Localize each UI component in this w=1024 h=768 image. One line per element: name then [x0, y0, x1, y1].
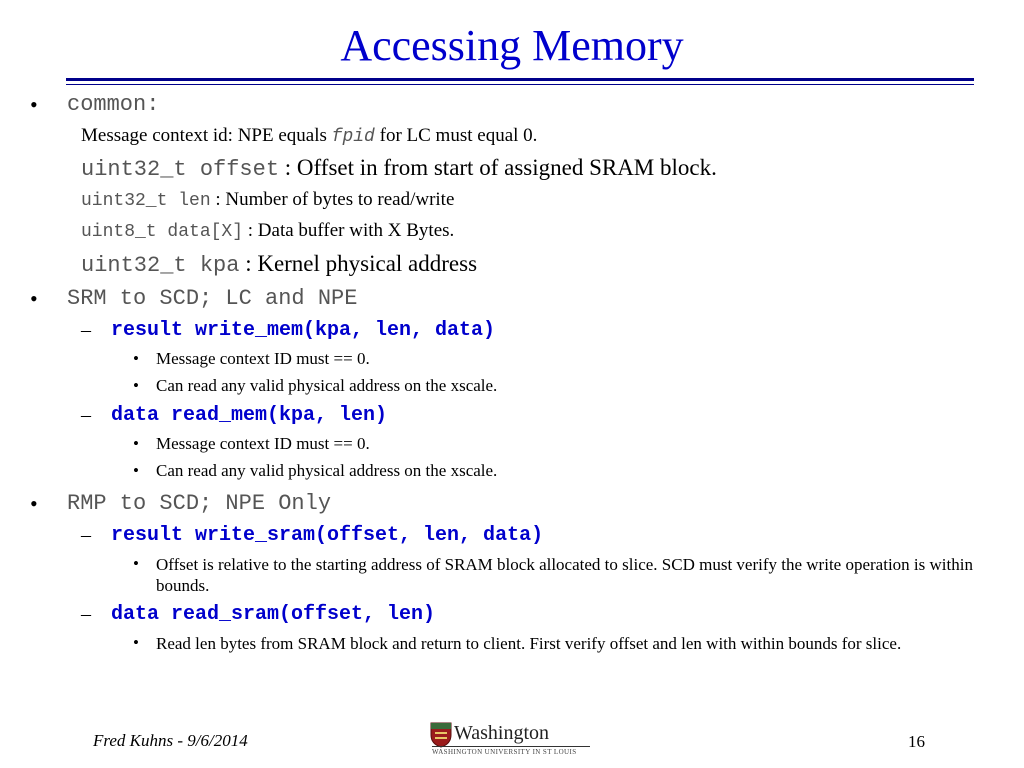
bullet-glyph: •: [30, 286, 38, 311]
bullet-glyph: •: [133, 434, 139, 453]
common-context-text: Message context id: NPE equals: [81, 125, 332, 146]
read-sram-signature: data read_sram(offset, len): [111, 603, 436, 626]
page-number: 16: [908, 732, 925, 751]
srm-label: SRM to SCD; LC and NPE: [67, 286, 358, 311]
write-sram-signature: result write_sram(offset, len, data): [111, 524, 544, 547]
bullet-glyph: •: [133, 554, 139, 573]
fpid-code: fpid: [331, 127, 375, 147]
common-label: common:: [67, 92, 160, 117]
len-code: uint32_t len: [81, 191, 211, 211]
common-context-text-end: for LC must equal 0.: [374, 125, 538, 146]
write-mem-signature: result write_mem(kpa, len, data): [111, 319, 496, 342]
bullet-glyph: •: [133, 376, 139, 395]
read-sram-bullet-1: Read len bytes from SRAM block and retur…: [156, 634, 902, 653]
logo-rule: [432, 746, 590, 747]
kpa-code: uint32_t kpa: [81, 253, 240, 278]
write-mem-bullet-2: Can read any valid physical address on t…: [156, 376, 498, 395]
dash-glyph: –: [81, 524, 91, 546]
write-mem-bullet-1: Message context ID must == 0.: [156, 349, 370, 368]
title-rule-thick: [66, 78, 974, 81]
logo-wordmark: Washington: [454, 722, 550, 744]
offset-text: : Offset in from start of assigned SRAM …: [279, 155, 717, 180]
data-line: uint8_t data[X] : Data buffer with X Byt…: [81, 220, 454, 242]
offset-code: uint32_t offset: [81, 157, 280, 182]
footer-author-date: Fred Kuhns - 9/6/2014: [93, 731, 248, 750]
read-mem-bullet-2: Can read any valid physical address on t…: [156, 461, 498, 480]
washington-logo: Washington WASHINGTON UNIVERSITY IN ST L…: [430, 722, 590, 760]
bullet-glyph: •: [133, 633, 139, 652]
slide-title: Accessing Memory: [340, 21, 684, 70]
write-sram-bullet-1: Offset is relative to the starting addre…: [156, 555, 973, 595]
rmp-label: RMP to SCD; NPE Only: [67, 491, 332, 516]
title-rule-thin: [66, 84, 974, 85]
bullet-glyph: •: [133, 349, 139, 368]
len-text: : Number of bytes to read/write: [210, 189, 455, 210]
read-mem-bullet-1: Message context ID must == 0.: [156, 434, 370, 453]
common-context-line: Message context id: NPE equals fpid for …: [81, 125, 537, 147]
data-text: : Data buffer with X Bytes.: [243, 220, 455, 241]
kpa-line: uint32_t kpa : Kernel physical address: [81, 251, 477, 278]
read-mem-signature: data read_mem(kpa, len): [111, 404, 388, 427]
offset-line: uint32_t offset : Offset in from start o…: [81, 155, 717, 182]
bullet-glyph: •: [30, 491, 38, 516]
dash-glyph: –: [81, 603, 91, 625]
dash-glyph: –: [81, 404, 91, 426]
kpa-text: : Kernel physical address: [239, 251, 478, 276]
data-code: uint8_t data[X]: [81, 222, 244, 242]
bullet-glyph: •: [30, 92, 38, 117]
len-line: uint32_t len : Number of bytes to read/w…: [81, 189, 454, 211]
dash-glyph: –: [81, 319, 91, 341]
logo-subtext: WASHINGTON UNIVERSITY IN ST LOUIS: [432, 748, 577, 756]
bullet-glyph: •: [133, 461, 139, 480]
shield-icon: [430, 722, 452, 748]
